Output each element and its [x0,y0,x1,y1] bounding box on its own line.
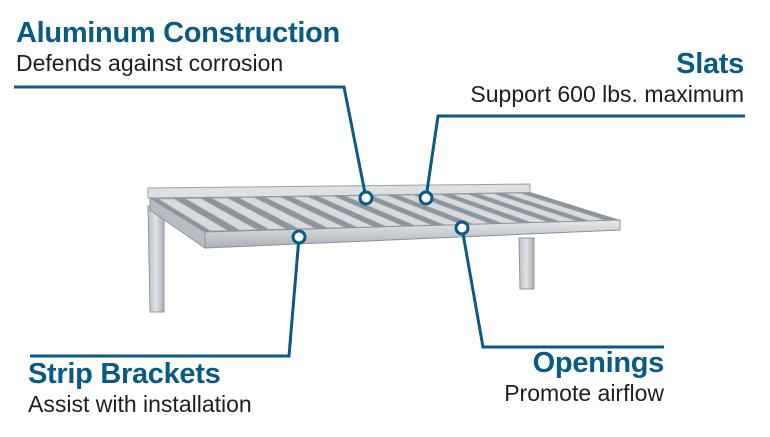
callout-title: Slats [676,48,744,80]
callout-subtitle: Promote airflow [504,380,664,406]
marker-aluminum [358,190,374,206]
callout-subtitle: Defends against corrosion [16,50,284,76]
slat [209,197,289,230]
callout-title: Aluminum Construction [16,17,340,49]
callout-title: Strip Brackets [28,358,221,390]
slat [183,197,259,231]
callout-title: Openings [532,347,665,379]
leader-openings [460,227,664,349]
callout-markers [291,190,470,245]
marker-strip [291,229,307,245]
callout-subtitle: Support 600 lbs. maximum [470,81,744,107]
callout-aluminum-construction: Aluminum Construction Defends against co… [16,17,340,77]
leader-aluminum [14,85,368,199]
callout-subtitle: Assist with installation [28,391,252,417]
leader-lines [14,85,745,358]
callout-openings: Openings Promote airflow [504,347,664,407]
callout-slats: Slats Support 600 lbs. maximum [470,48,744,108]
marker-slats [418,190,434,206]
callout-strip-brackets: Strip Brackets Assist with installation [28,358,252,418]
marker-openings [454,220,470,236]
slat-group [156,192,609,232]
front-rail [149,197,621,249]
wall-bracket-left [147,205,165,313]
slat [156,198,230,232]
leader-strip [30,236,301,358]
wall-bracket-right [518,237,535,290]
leader-slats [424,114,745,199]
